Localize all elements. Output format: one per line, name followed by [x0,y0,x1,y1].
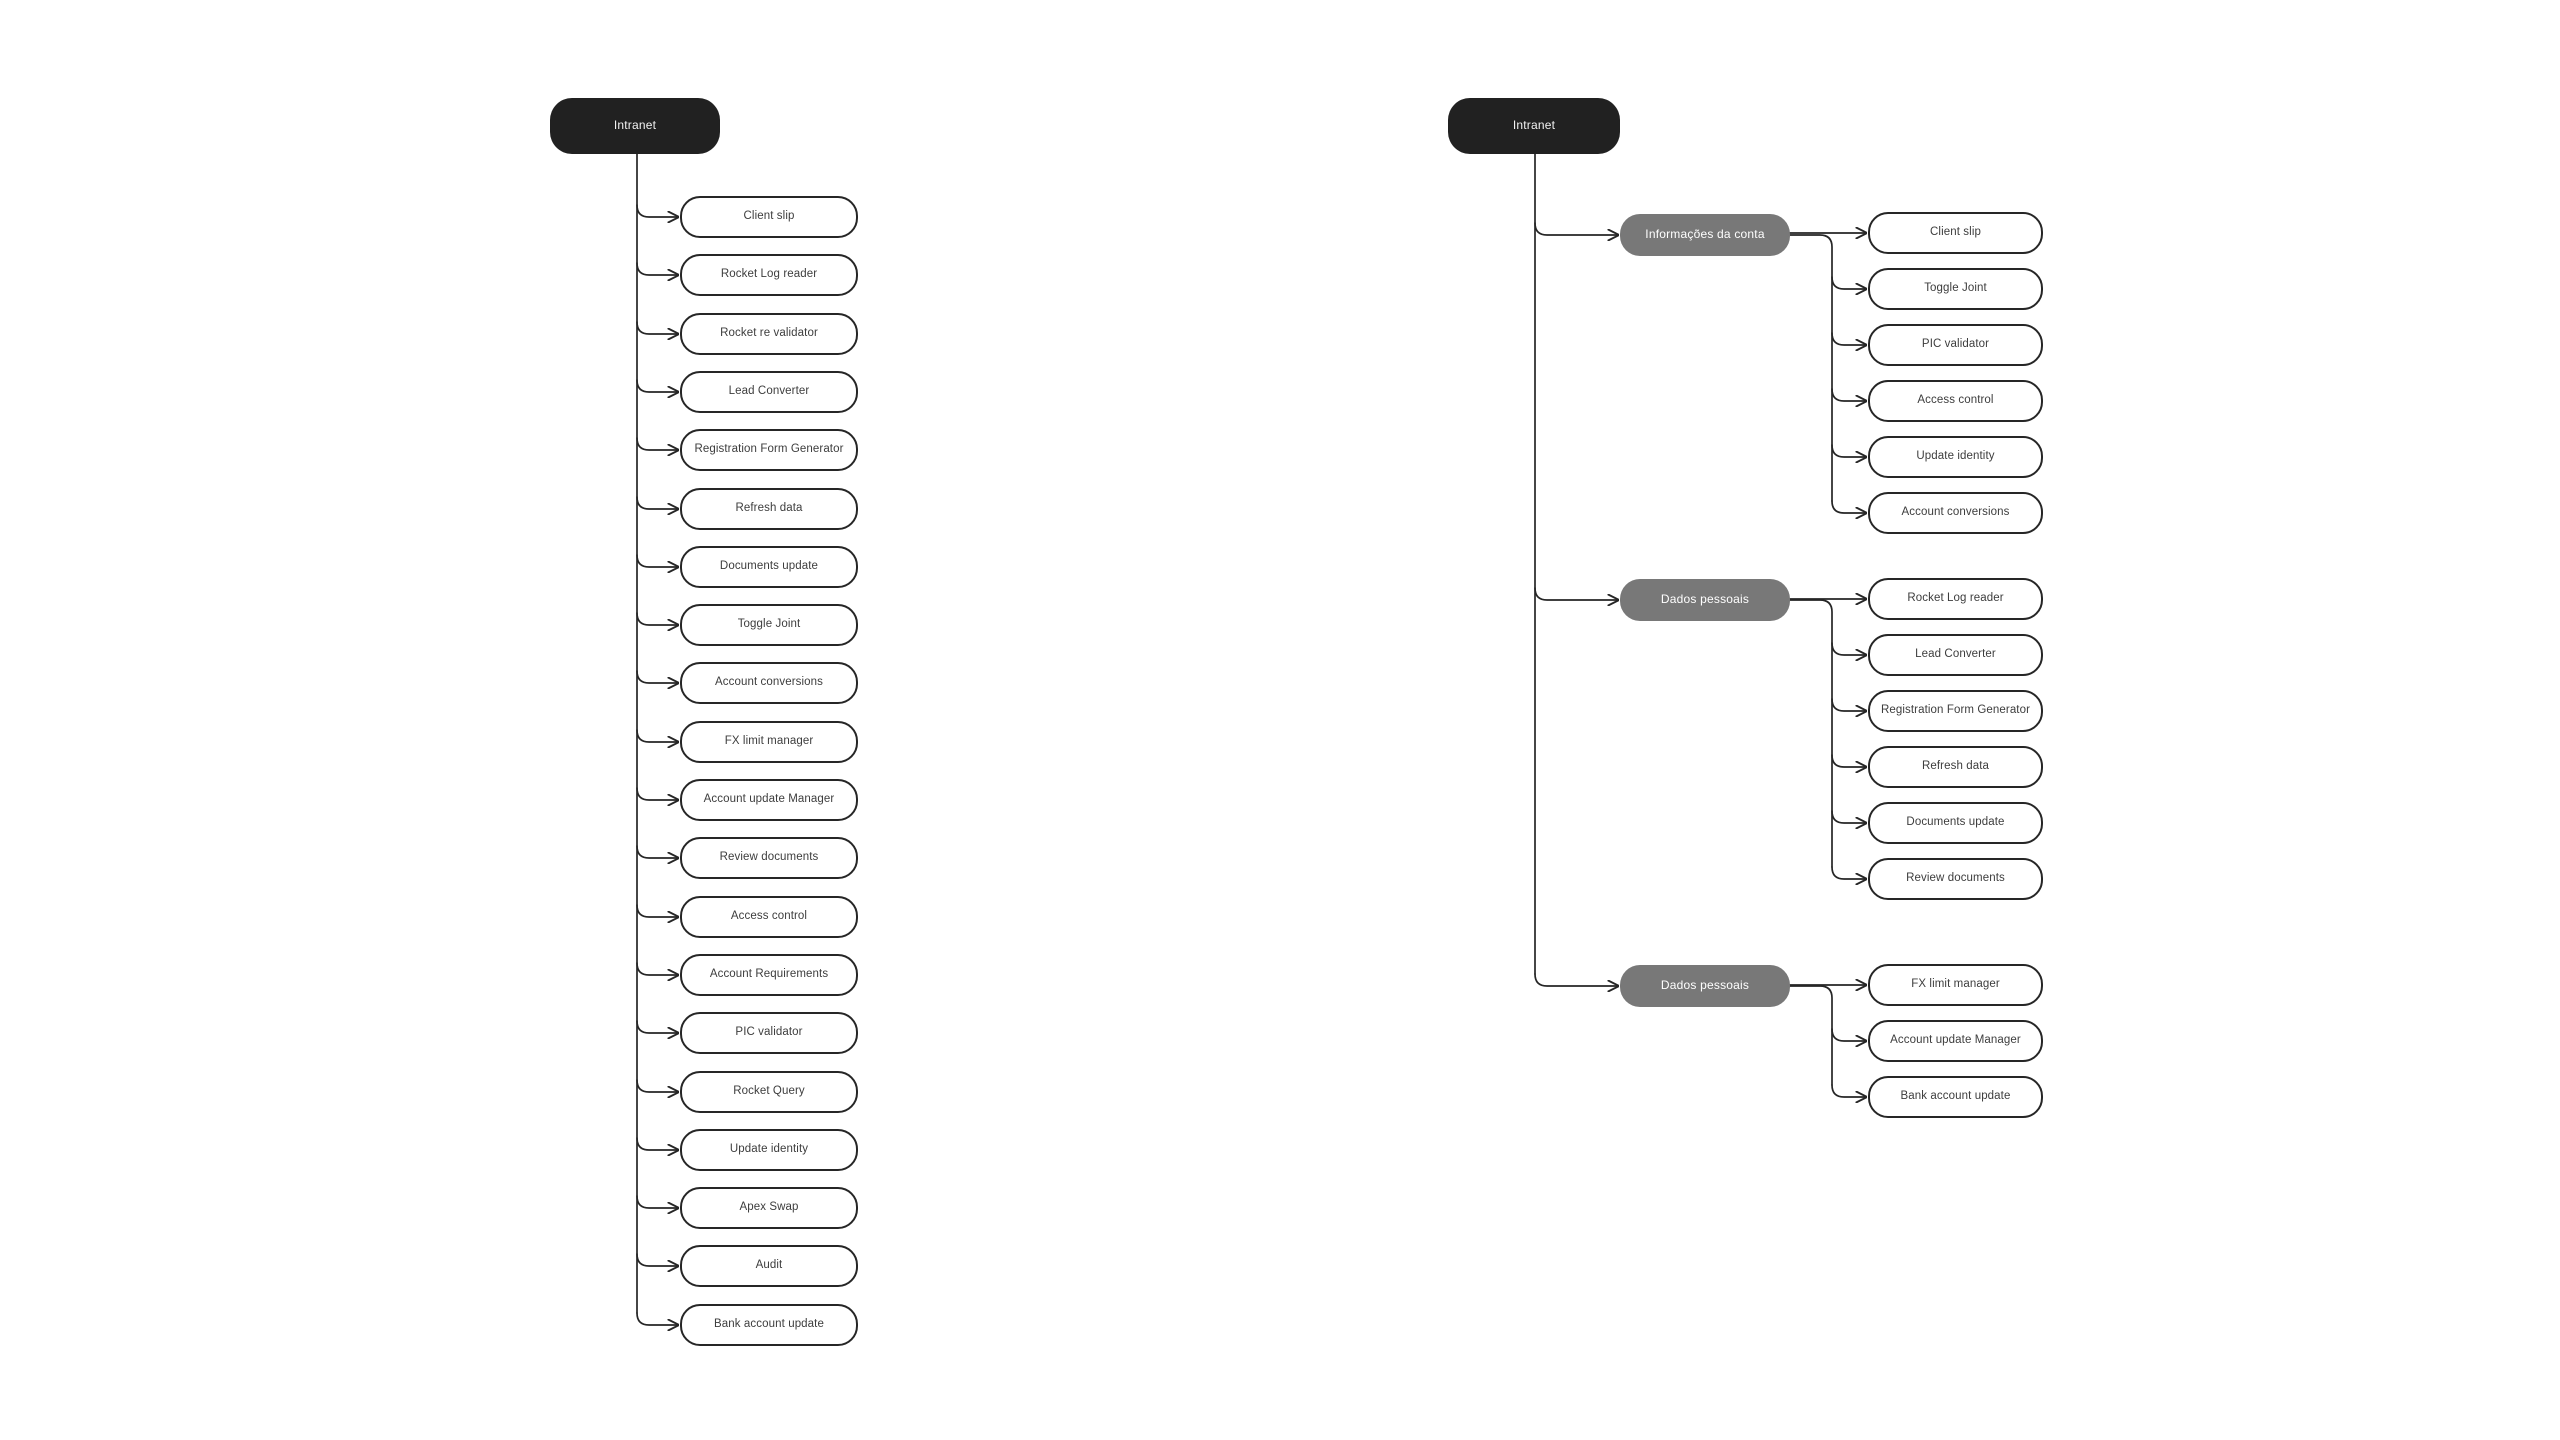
edge-root-to-account-conversions [636,670,678,683]
edge-root-to-update-identity [636,1137,678,1150]
leaf-node-client-slip[interactable]: Client slip [680,196,858,238]
leaf-node-account-requirements[interactable]: Account Requirements [680,954,858,996]
edge-root-to-account-update-manager [636,787,678,800]
leaf-node-informa-es-da-conta-access-control[interactable]: Access control [1868,380,2043,422]
edge-dados-pessoais-1-to-documents-update [1831,810,1866,823]
leaf-node-apex-swap[interactable]: Apex Swap [680,1187,858,1229]
leaf-node-documents-update[interactable]: Documents update [680,546,858,588]
edge-root-to-access-control [636,904,678,917]
leaf-node-registration-form-generator[interactable]: Registration Form Generator [680,429,858,471]
edge-informa-es-da-conta-0-to-access-control [1831,388,1866,401]
edge-root-to-fx-limit-manager [636,729,678,742]
edge-root-to-audit [636,1253,678,1266]
edge-root-to-rocket-re-validator [636,321,678,334]
leaf-node-review-documents[interactable]: Review documents [680,837,858,879]
leaf-node-dados-pessoais-refresh-data[interactable]: Refresh data [1868,746,2043,788]
leaf-node-pic-validator[interactable]: PIC validator [680,1012,858,1054]
edge-root-to-registration-form-generator [636,437,678,450]
edge-informa-es-da-conta-0-to-toggle-joint [1831,276,1866,289]
edge-root-to-account-requirements [636,962,678,975]
leaf-node-toggle-joint[interactable]: Toggle Joint [680,604,858,646]
edge-root-to-group-dados-pessoais-1 [1534,587,1618,600]
sub-trunk-dados-pessoais-1 [1789,599,1833,868]
leaf-node-account-conversions[interactable]: Account conversions [680,662,858,704]
edge-dados-pessoais-1-to-review-documents [1831,866,1866,879]
edge-root-to-toggle-joint [636,612,678,625]
group-node-informa-es-da-conta-0[interactable]: Informações da conta [1620,214,1790,256]
edge-informa-es-da-conta-0-to-pic-validator [1831,332,1866,345]
leaf-node-dados-pessoais-lead-converter[interactable]: Lead Converter [1868,634,2043,676]
edge-dados-pessoais-2-to-account-update-manager [1831,1028,1866,1041]
leaf-node-informa-es-da-conta-update-identity[interactable]: Update identity [1868,436,2043,478]
leaf-node-update-identity[interactable]: Update identity [680,1129,858,1171]
edge-root-to-rocket-log-reader [636,262,678,275]
edge-root-to-group-informa-es-da-conta-0 [1534,222,1618,235]
group-node-dados-pessoais-1[interactable]: Dados pessoais [1620,579,1790,621]
leaf-node-account-update-manager[interactable]: Account update Manager [680,779,858,821]
leaf-node-audit[interactable]: Audit [680,1245,858,1287]
leaf-node-rocket-log-reader[interactable]: Rocket Log reader [680,254,858,296]
edge-dados-pessoais-1-to-registration-form-generator [1831,698,1866,711]
group-node-dados-pessoais-2[interactable]: Dados pessoais [1620,965,1790,1007]
edge-root-to-review-documents [636,845,678,858]
leaf-node-dados-pessoais-account-update-manager[interactable]: Account update Manager [1868,1020,2043,1062]
root-node-intranet-flat[interactable]: Intranet [550,98,720,154]
edge-root-to-lead-converter [636,379,678,392]
leaf-node-refresh-data[interactable]: Refresh data [680,488,858,530]
root-node-intranet-grouped[interactable]: Intranet [1448,98,1620,154]
edge-dados-pessoais-2-to-bank-account-update [1831,1084,1866,1097]
leaf-node-rocket-query[interactable]: Rocket Query [680,1071,858,1113]
sub-trunk-informa-es-da-conta-0 [1789,234,1833,502]
leaf-node-dados-pessoais-documents-update[interactable]: Documents update [1868,802,2043,844]
leaf-node-dados-pessoais-review-documents[interactable]: Review documents [1868,858,2043,900]
edge-root-to-documents-update [636,554,678,567]
leaf-node-informa-es-da-conta-client-slip[interactable]: Client slip [1868,212,2043,254]
leaf-node-fx-limit-manager[interactable]: FX limit manager [680,721,858,763]
edge-informa-es-da-conta-0-to-update-identity [1831,444,1866,457]
leaf-node-dados-pessoais-registration-form-generator[interactable]: Registration Form Generator [1868,690,2043,732]
leaf-node-informa-es-da-conta-account-conversions[interactable]: Account conversions [1868,492,2043,534]
edge-dados-pessoais-1-to-refresh-data [1831,754,1866,767]
edge-root-to-pic-validator [636,1020,678,1033]
edge-root-to-client-slip [636,204,678,217]
leaf-node-dados-pessoais-fx-limit-manager[interactable]: FX limit manager [1868,964,2043,1006]
sub-trunk-dados-pessoais-2 [1789,985,1833,1086]
leaf-node-dados-pessoais-bank-account-update[interactable]: Bank account update [1868,1076,2043,1118]
leaf-node-dados-pessoais-rocket-log-reader[interactable]: Rocket Log reader [1868,578,2043,620]
edge-informa-es-da-conta-0-to-account-conversions [1831,500,1866,513]
edge-root-to-apex-swap [636,1195,678,1208]
leaf-node-bank-account-update[interactable]: Bank account update [680,1304,858,1346]
leaf-node-rocket-re-validator[interactable]: Rocket re validator [680,313,858,355]
edge-root-to-refresh-data [636,496,678,509]
leaf-node-informa-es-da-conta-toggle-joint[interactable]: Toggle Joint [1868,268,2043,310]
leaf-node-access-control[interactable]: Access control [680,896,858,938]
edge-root-to-bank-account-update [636,1312,678,1325]
edge-dados-pessoais-1-to-lead-converter [1831,642,1866,655]
edge-root-to-group-dados-pessoais-2 [1534,973,1618,986]
leaf-node-lead-converter[interactable]: Lead Converter [680,371,858,413]
edge-root-to-rocket-query [636,1079,678,1092]
leaf-node-informa-es-da-conta-pic-validator[interactable]: PIC validator [1868,324,2043,366]
